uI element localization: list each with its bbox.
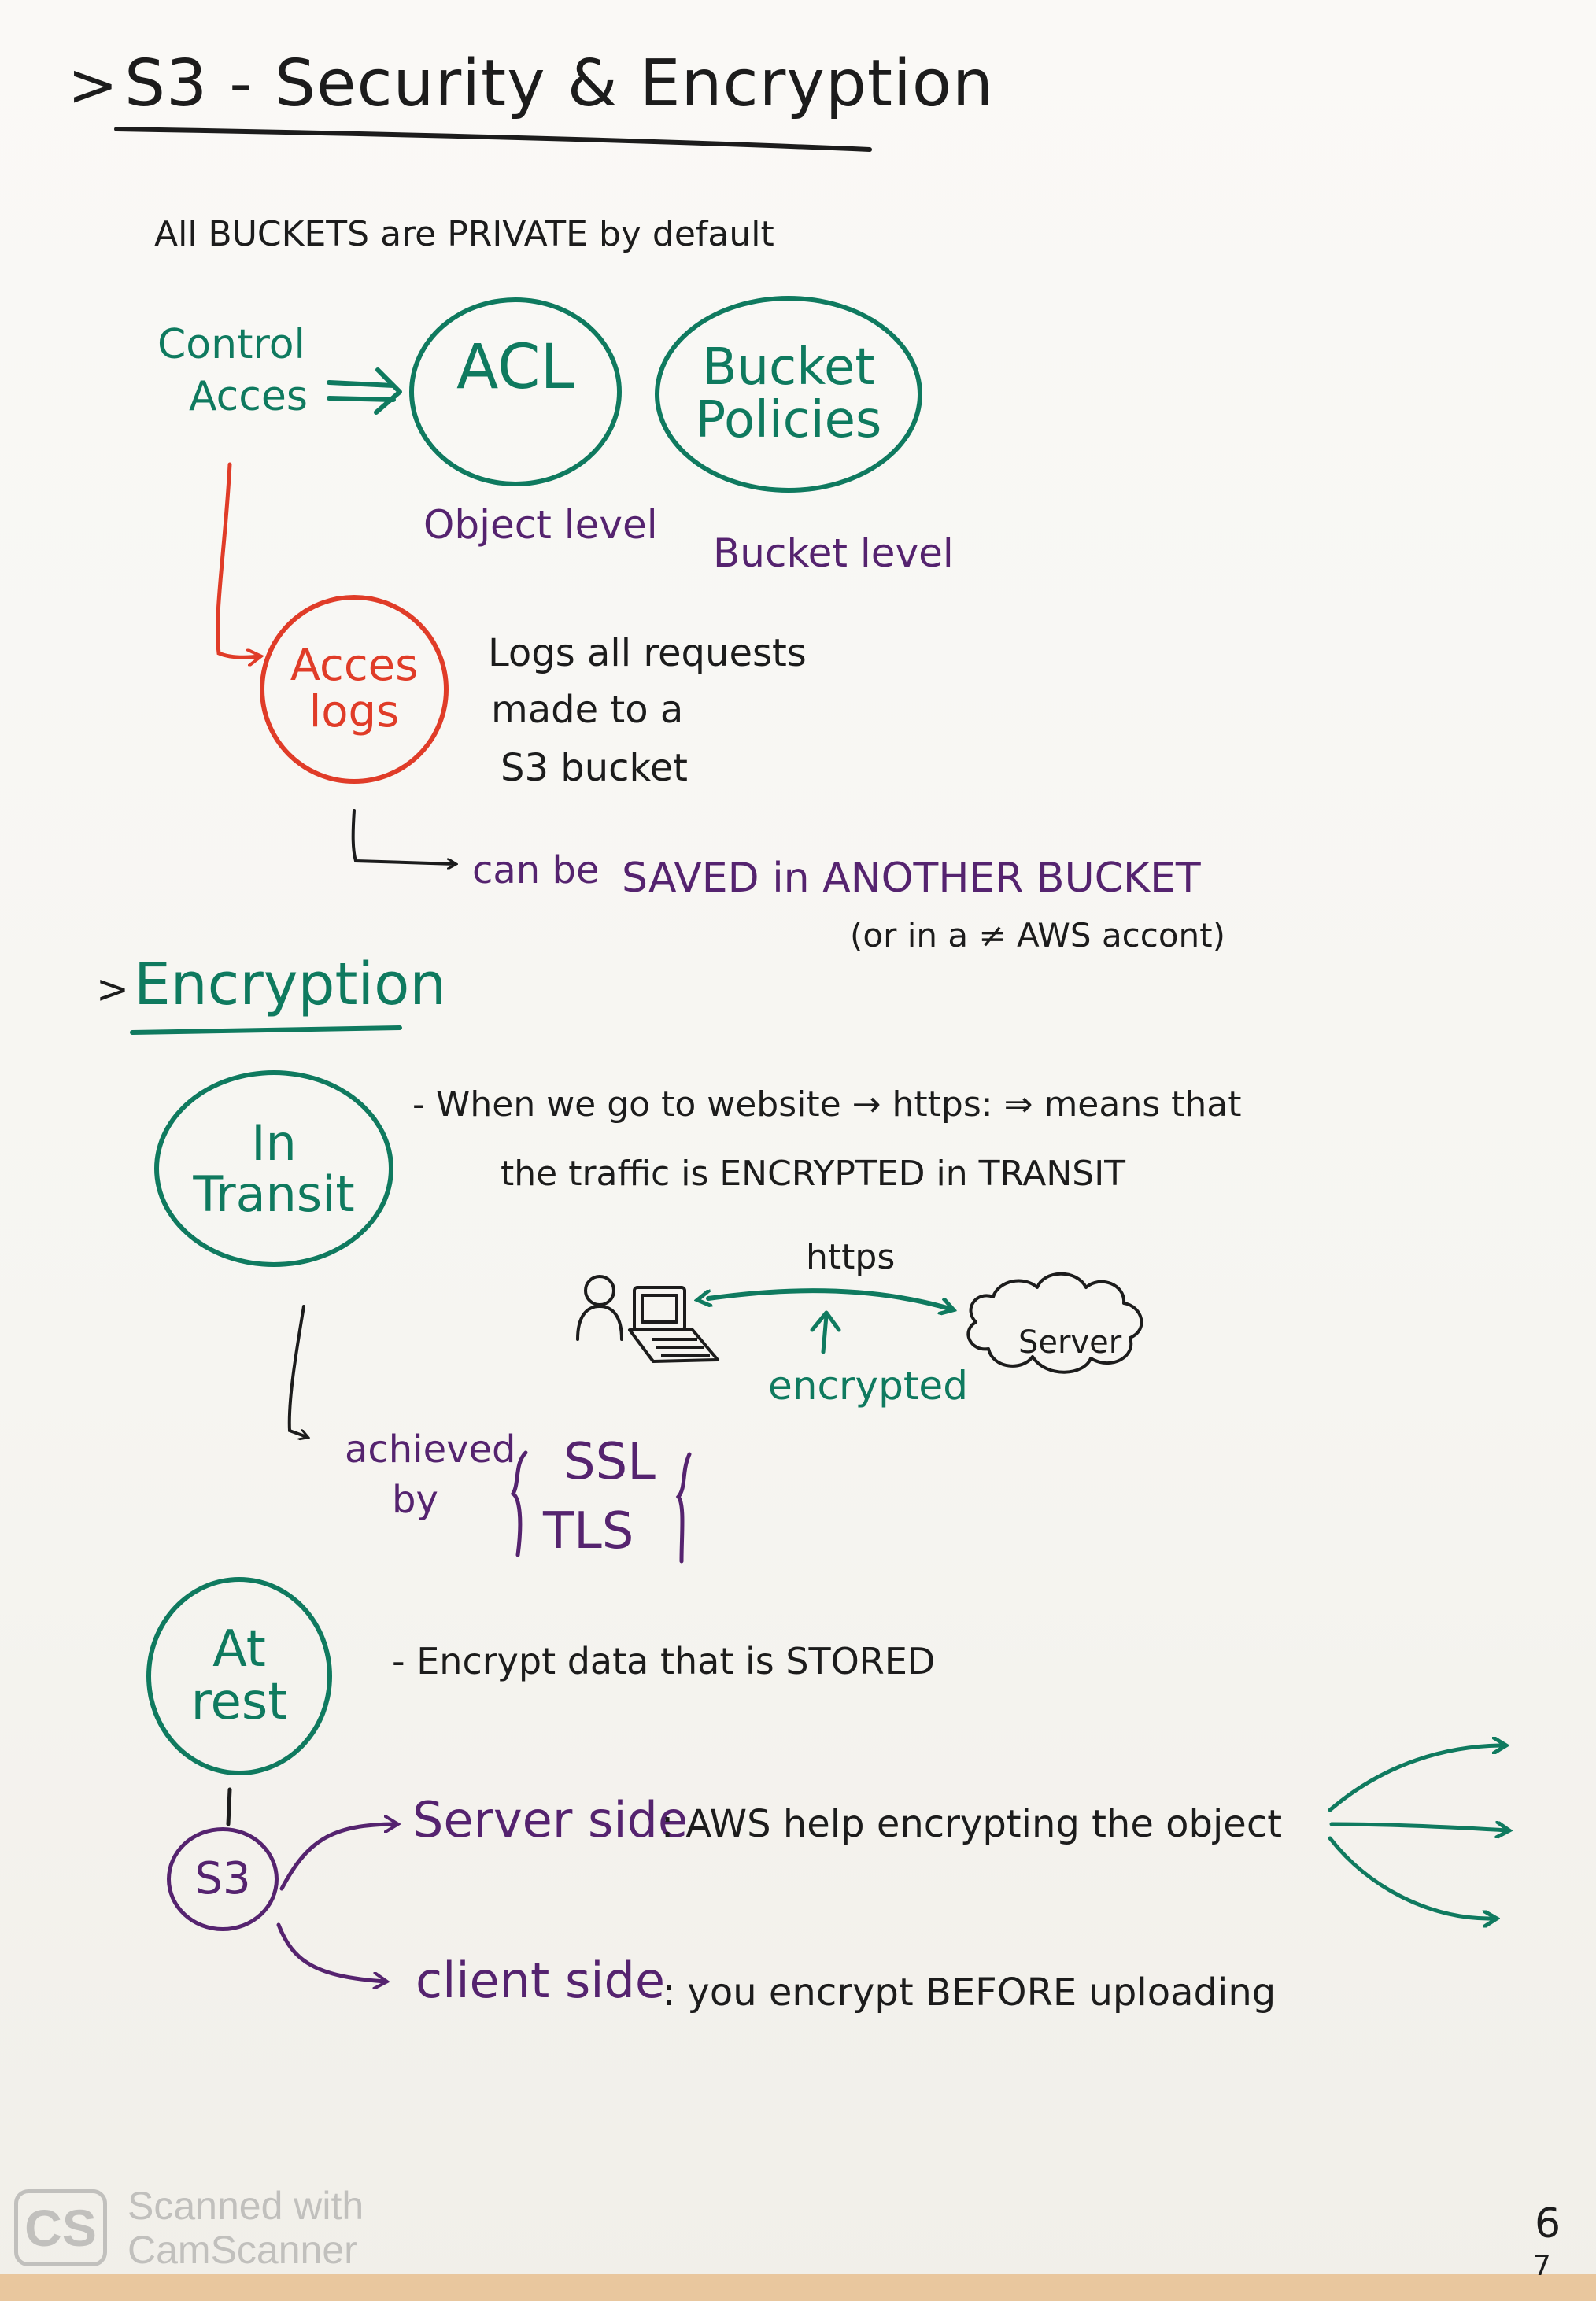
bucket-level-label: Bucket level [713,530,954,576]
page-number-extra: 7 [1533,2250,1551,2282]
logs-description-line2: made to a [491,688,684,732]
title-marker: > [68,50,118,120]
achieved-by-line1: achieved [345,1428,516,1472]
transit-description-line1: - When we go to website → https: ⇒ means… [412,1084,1242,1125]
access-logs-connector [216,462,260,657]
acl-label: ACL [456,332,574,404]
saved-note: (or in a ≠ AWS accont) [850,916,1226,955]
transit-description-line2: the traffic is ENCRYPTED in TRANSIT [501,1154,1126,1194]
encrypted-pointer-arrow [810,1310,841,1354]
intro-note: All BUCKETS are PRIVATE by default [154,214,774,254]
logs-description-line1: Logs all requests [488,631,807,675]
encryption-heading-marker: > [96,966,129,1012]
saved-connector [351,809,455,864]
at-rest-description: - Encrypt data that is STORED [392,1640,936,1682]
bucket-policies-circle: Bucket Policies [655,296,922,493]
client-side-label: client side [416,1952,666,2009]
watermark-line2: CamScanner [127,2228,357,2272]
control-access-label-line2: Acces [189,373,308,420]
page-title: S3 - Security & Encryption [124,46,994,121]
server-label: Server [1018,1324,1122,1361]
left-brace [510,1450,528,1557]
page-bottom-edge [0,2274,1596,2301]
s3-circle: S3 [167,1827,279,1931]
s3-client-side-arrow [276,1922,386,1982]
server-side-label: Server side [412,1791,689,1849]
control-access-label-line1: Control [157,321,305,368]
in-transit-circle: In Transit [154,1070,393,1267]
user-icon [576,1275,623,1341]
saved-prefix: can be [472,848,600,892]
camscanner-watermark: CS Scanned with CamScanner [14,2184,364,2272]
camscanner-logo-icon: CS [14,2189,107,2266]
laptop-icon [628,1286,719,1363]
access-logs-label-line1: Acces [290,640,419,692]
encryption-underline [130,1025,402,1035]
page-number: 6 [1535,2200,1561,2247]
encryption-heading: Encryption [134,951,447,1018]
server-side-option-arrow-1 [1328,1745,1505,1812]
bucket-policies-label-line1: Bucket [702,338,875,397]
right-brace [675,1452,692,1564]
s3-server-side-arrow [279,1824,397,1891]
encrypted-label: encrypted [768,1363,968,1409]
title-underline [114,127,872,152]
server-side-description: : AWS help encrypting the object [661,1802,1283,1846]
object-level-label: Object level [423,502,658,548]
at-rest-label-line2: rest [190,1673,288,1731]
saved-in-another-bucket: SAVED in ANOTHER BUCKET [622,855,1201,902]
ssl-label: SSL [563,1433,656,1491]
at-rest-circle: At rest [146,1577,332,1775]
server-side-option-arrow-3 [1328,1836,1495,1919]
achieved-by-line2: by [392,1478,438,1522]
bucket-policies-label-line2: Policies [695,391,882,449]
https-arrow [708,1288,952,1309]
watermark-line1: Scanned with [127,2184,364,2228]
s3-label: S3 [194,1852,251,1904]
control-access-arrow [327,367,402,415]
transit-connector [287,1305,307,1437]
server-side-option-arrow-2 [1329,1824,1508,1830]
in-transit-label-line2: Transit [193,1165,355,1223]
server-cloud-icon [966,1272,1143,1374]
in-transit-label-line1: In [251,1114,297,1172]
client-side-description: : you encrypt BEFORE uploading [663,1970,1276,2015]
access-logs-label-line2: logs [308,686,400,737]
https-label: https [806,1237,896,1277]
access-logs-circle: Acces logs [260,595,449,784]
acl-circle: ACL [409,297,622,486]
at-rest-s3-connector [226,1787,232,1826]
tls-label: TLS [543,1502,634,1560]
logs-description-line3: S3 bucket [501,746,688,790]
at-rest-label-line1: At [212,1620,266,1679]
